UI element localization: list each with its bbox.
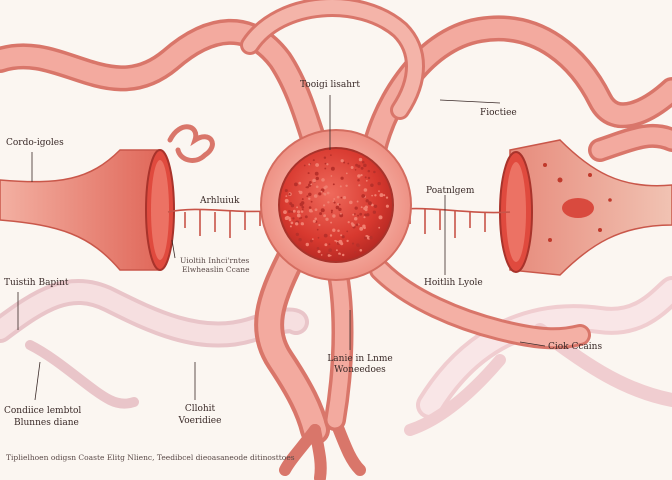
leader-lines bbox=[17, 95, 546, 401]
label-bottom-mid-b: Voeridiee bbox=[178, 416, 222, 426]
label-right-lower: Hoitlih Lyole bbox=[424, 278, 483, 288]
footer-caption: Tiplielhoen odigsn Coaste Elitg Nlienc, … bbox=[6, 453, 295, 462]
label-left-center-b: Uioltih Inhci'rntes bbox=[180, 256, 250, 265]
label-top-right: Fioctiee bbox=[480, 108, 517, 118]
label-right-center: Poatnlgem bbox=[426, 186, 475, 196]
label-left-center-a: Arhluiuk bbox=[200, 196, 240, 206]
left-vessel-cone bbox=[0, 124, 215, 271]
label-left-top: Cordo-igoles bbox=[6, 138, 64, 148]
right-vessel-cone bbox=[499, 139, 672, 276]
label-bottom-mid-a: Cllohit bbox=[184, 404, 216, 414]
label-bottom-center-a: Lanie in Lnme bbox=[327, 354, 393, 364]
label-bottom-left-b: Blunnes diane bbox=[14, 418, 79, 428]
label-top-center: Tooigi lisahrt bbox=[300, 80, 360, 90]
label-left-center-c: Elwheaslin Ccane bbox=[182, 265, 250, 274]
label-bottom-left-a: Condiice lembtol bbox=[4, 406, 82, 416]
label-right-bottom: Ciok Ccains bbox=[548, 342, 603, 352]
label-left-mid: Tuistih Bapint bbox=[4, 278, 69, 288]
core-texture bbox=[283, 154, 389, 257]
label-bottom-center-b: Woneedoes bbox=[334, 365, 386, 375]
central-core bbox=[260, 129, 412, 281]
